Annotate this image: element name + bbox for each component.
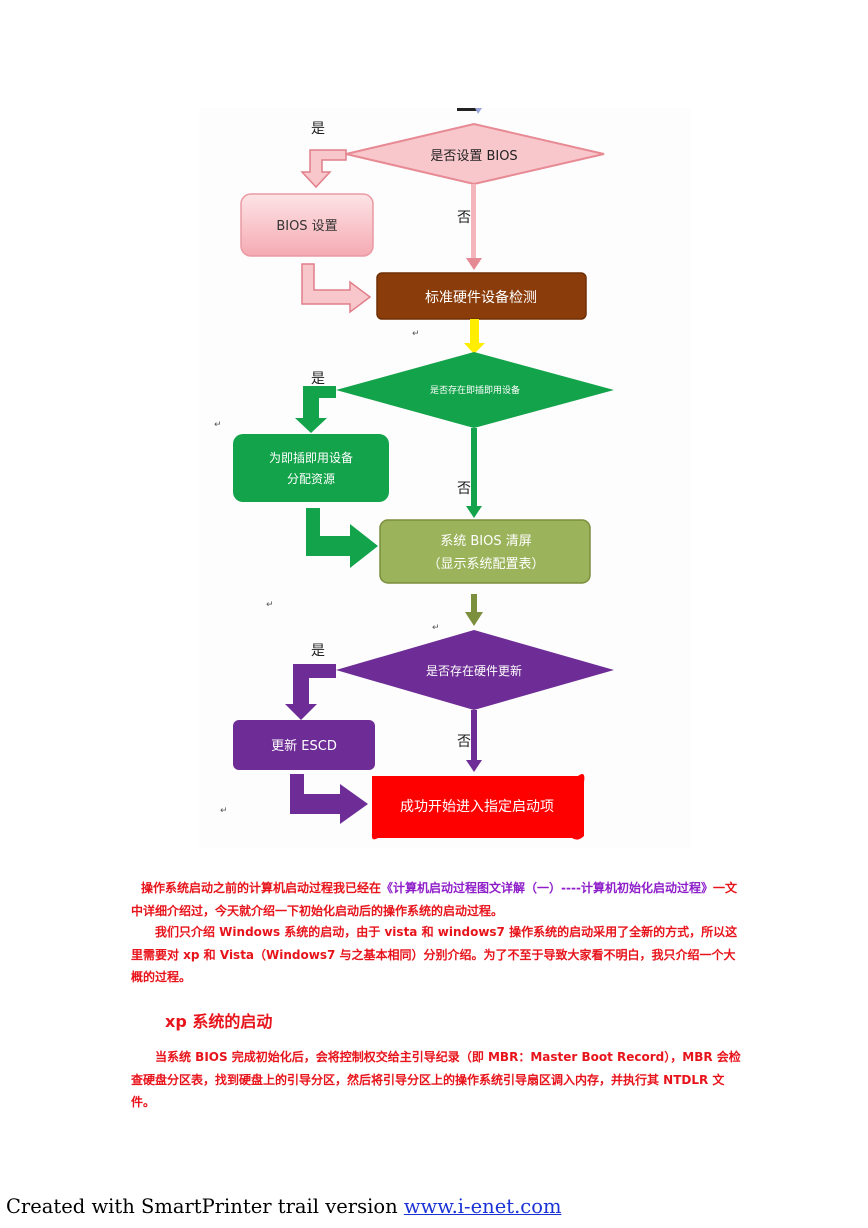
decision-bios-shape (345, 122, 605, 186)
paragraph-intro-b: 一文中详细介绍过，今天就介绍一下初始化启动后的操作系统的启动过程。 (131, 881, 737, 918)
bios-setup-box (240, 193, 374, 257)
decision-hw-update-text: 是否存在硬件更新 (426, 663, 522, 678)
top-line-mark (457, 108, 479, 111)
no-arrow-3-shaft (471, 710, 477, 762)
yes-arrow-hw (285, 664, 336, 720)
escd-to-boot-arrow (290, 774, 368, 824)
clear-screen-box (379, 519, 591, 584)
heading-rest: 系统的启动 (186, 1012, 273, 1031)
heading-xp: xp (165, 1012, 187, 1031)
no-label-1: 否 (457, 210, 471, 226)
boot-box (371, 774, 585, 840)
no-arrow-2-head (466, 506, 482, 518)
yes-label-1: 是 (311, 121, 325, 137)
olive-arrow-head (465, 612, 483, 626)
return-mark-1: ↵ (412, 329, 420, 339)
return-mark-2: ↵ (214, 420, 222, 430)
hw-detect-box (376, 272, 587, 320)
pnp-alloc-box (233, 434, 389, 502)
no-arrow-3-head (466, 760, 482, 772)
return-mark-3: ↵ (266, 600, 274, 610)
bios-to-hw-arrow (301, 263, 372, 314)
section-heading-xp: xp 系统的启动 (165, 1008, 272, 1032)
yes-label-3: 是 (311, 643, 325, 659)
pnp-alloc-text-1: 为即插即用设备 (269, 451, 353, 465)
paragraph-xp-boot: 当系统 BIOS 完成初始化后，会将控制权交给主引导纪录（即 MBR：Maste… (131, 1050, 741, 1109)
yes-label-2: 是 (311, 371, 325, 387)
yellow-arrow-shaft (470, 319, 479, 345)
no-arrow-1-shaft (471, 184, 476, 260)
decision-pnp-shape (336, 352, 614, 428)
no-arrow-1-head (466, 258, 482, 270)
no-label-2: 否 (457, 481, 471, 497)
decision-hw-update-shape (336, 630, 614, 710)
return-mark-5: ↵ (220, 806, 228, 816)
hw-detect-text: 标准硬件设备检测 (425, 289, 537, 306)
bios-setup-text: BIOS 设置 (276, 219, 337, 234)
clear-screen-text-2: （显示系统配置表） (427, 557, 544, 572)
boot-text: 成功开始进入指定启动项 (400, 799, 554, 815)
no-arrow-2-shaft (471, 428, 477, 508)
boot-flowchart: 是否设置 BIOS 是 BIOS 设置 否 标准硬件设备检测 是否存在即插即用设… (214, 108, 614, 840)
footer-text: Created with SmartPrinter trail version (6, 1195, 404, 1218)
pnp-to-clear-arrow (306, 508, 378, 568)
decision-pnp-text: 是否存在即插即用设备 (430, 384, 520, 396)
article-link[interactable]: 《计算机启动过程图文详解（一）----计算机初始化启动过程》 (381, 881, 713, 895)
footer-watermark: Created with SmartPrinter trail version … (6, 1195, 561, 1218)
paragraph-intro: 操作系统启动之前的计算机启动过程我已经在《计算机启动过程图文详解（一）----计… (131, 877, 741, 922)
paragraph-windows: 我们只介绍 Windows 系统的启动，由于 vista 和 windows7 … (131, 925, 738, 984)
top-arrow-mark (475, 108, 482, 114)
decision-bios-text: 是否设置 BIOS (430, 149, 517, 164)
no-label-3: 否 (457, 734, 471, 750)
update-escd-text: 更新 ESCD (271, 738, 337, 754)
yes-arrow-pnp (295, 386, 336, 433)
footer-link[interactable]: www.i-enet.com (403, 1195, 562, 1218)
clear-screen-text-1: 系统 BIOS 清屏 (440, 534, 532, 549)
pnp-alloc-text-2: 分配资源 (287, 472, 335, 486)
olive-arrow-shaft (471, 594, 477, 614)
return-mark-4: ↵ (432, 623, 440, 633)
paragraph-intro-a: 操作系统启动之前的计算机启动过程我已经在 (141, 881, 382, 895)
yellow-arrow-head (464, 343, 485, 354)
update-escd-box (233, 720, 375, 770)
yes-arrow-bios (300, 149, 347, 189)
